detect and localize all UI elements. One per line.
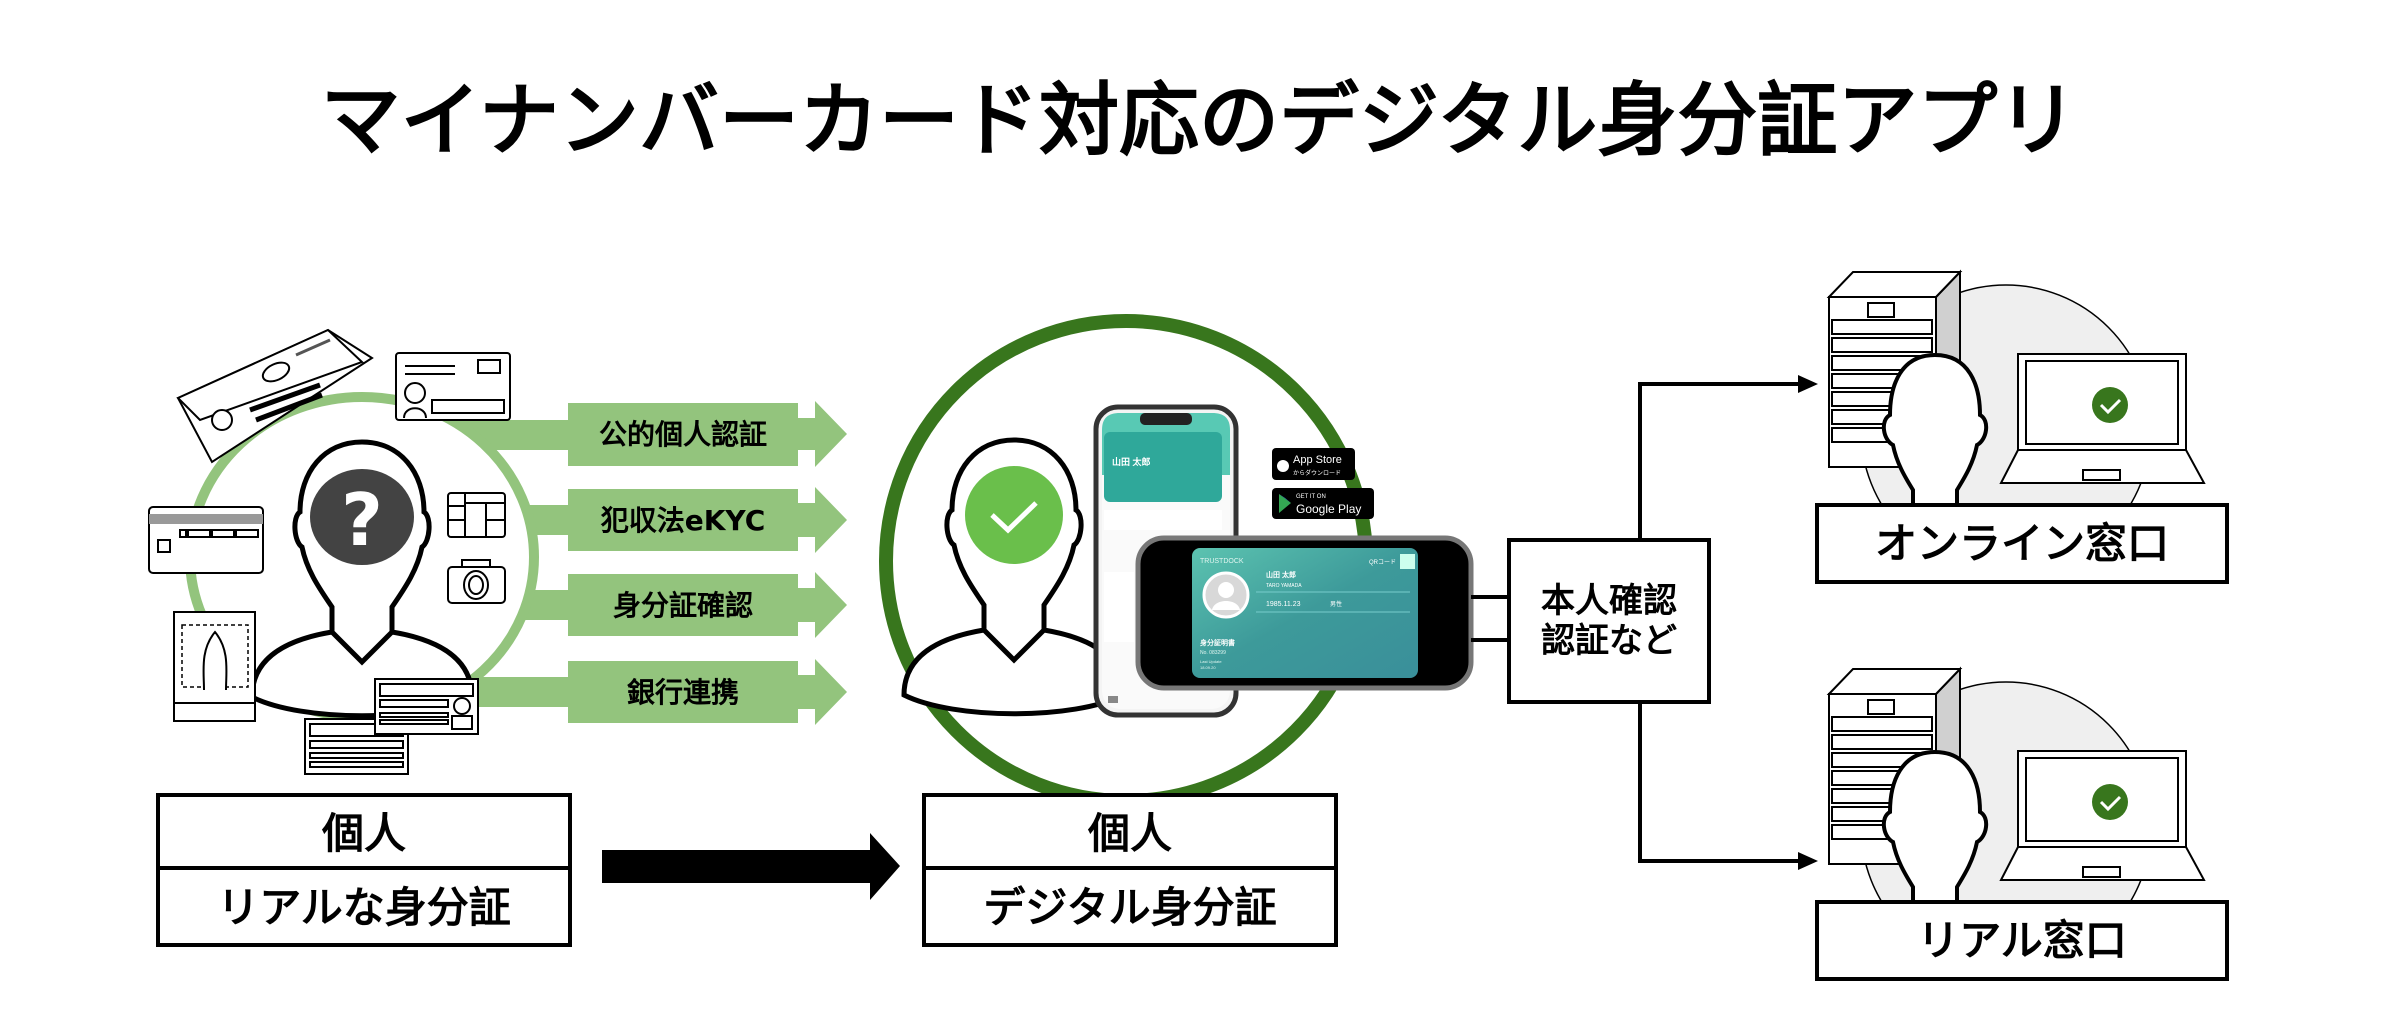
digital-id-box-bottom: デジタル身分証 (983, 883, 1276, 932)
google-play-badge[interactable]: GET IT ON Google Play (1272, 488, 1374, 519)
credit-card-icon (148, 506, 264, 574)
arrow-label-bank-link: 銀行連携 (627, 676, 739, 709)
photo-id-icon (173, 611, 256, 722)
apple-icon (1277, 460, 1289, 472)
digital-id-box-top: 個人 (1087, 809, 1172, 858)
svg-text:?: ? (341, 478, 383, 562)
card-name: 山田 太郎 (1266, 570, 1296, 579)
real-counter-box: リアル窓口 (1815, 900, 2229, 981)
camera-icon (447, 559, 506, 604)
arrow-bank-link (440, 659, 847, 725)
arrowhead-icon (1798, 375, 1818, 393)
verification-line-2: 認証など (1541, 621, 1677, 661)
real-id-cluster: 公的個人認証 犯収法eKYC 身分証確認 銀行連携 ? (148, 328, 847, 775)
card-birth: 1985.11.23 (1266, 601, 1301, 608)
card-doc-no: No. 083299 (1200, 650, 1226, 656)
license-card-icon (395, 352, 511, 421)
real-id-box: 個人 リアルな身分証 (156, 793, 572, 947)
card-brand: TRUSTDOCK (1200, 558, 1244, 565)
phone-landscape-mockup: TRUSTDOCK QRコード 山田 太郎 TARO YAMADA 1985.1… (1135, 535, 1474, 691)
arrow-public-auth (430, 401, 847, 467)
portrait-card-name: 山田 太郎 (1112, 456, 1151, 467)
card-name-en: TARO YAMADA (1266, 583, 1302, 589)
real-id-box-bottom: リアルな身分証 (217, 883, 511, 932)
arrow-ekyc (520, 487, 847, 553)
verified-person-icon (904, 440, 1124, 714)
unknown-person-icon: ? (252, 442, 472, 716)
document-icon (304, 678, 479, 775)
online-counter-box: オンライン窓口 (1815, 503, 2229, 584)
app-store-badge[interactable]: App Store からダウンロード (1272, 448, 1355, 480)
arrow-label-id-check: 身分証確認 (613, 589, 753, 622)
card-doc-title: 身分証明書 (1199, 638, 1235, 647)
card-update-label: Last Update (1200, 659, 1222, 664)
google-play-label: Google Play (1296, 502, 1361, 516)
play-icon (1279, 494, 1291, 513)
app-store-label: App Store (1293, 454, 1342, 466)
arrow-label-ekyc: 犯収法eKYC (600, 504, 766, 537)
real-id-box-top: 個人 (321, 809, 406, 858)
online-counter-label: オンライン窓口 (1875, 519, 2169, 568)
page-title: マイナンバーカード対応のデジタル身分証アプリ (321, 74, 2078, 167)
passport-icon (176, 328, 374, 464)
verification-box: 本人確認 認証など (1507, 538, 1711, 704)
ic-chip-icon (447, 492, 506, 538)
card-update: 18.09.20 (1200, 665, 1216, 670)
arrow-label-public-auth: 公的個人認証 (599, 418, 767, 451)
digital-id-box: 個人 デジタル身分証 (922, 793, 1338, 947)
arrow-id-check (520, 572, 847, 638)
card-gender: 男性 (1330, 600, 1342, 608)
google-play-sub: GET IT ON (1296, 494, 1326, 500)
qr-code-icon (1400, 554, 1415, 569)
real-counter-label: リアル窓口 (1917, 916, 2127, 965)
arrowhead-icon (1798, 852, 1818, 870)
card-qr-label: QRコード (1369, 559, 1396, 566)
app-store-sub: からダウンロード (1293, 469, 1341, 477)
transition-arrow (602, 833, 900, 900)
verification-line-1: 本人確認 (1541, 581, 1677, 621)
